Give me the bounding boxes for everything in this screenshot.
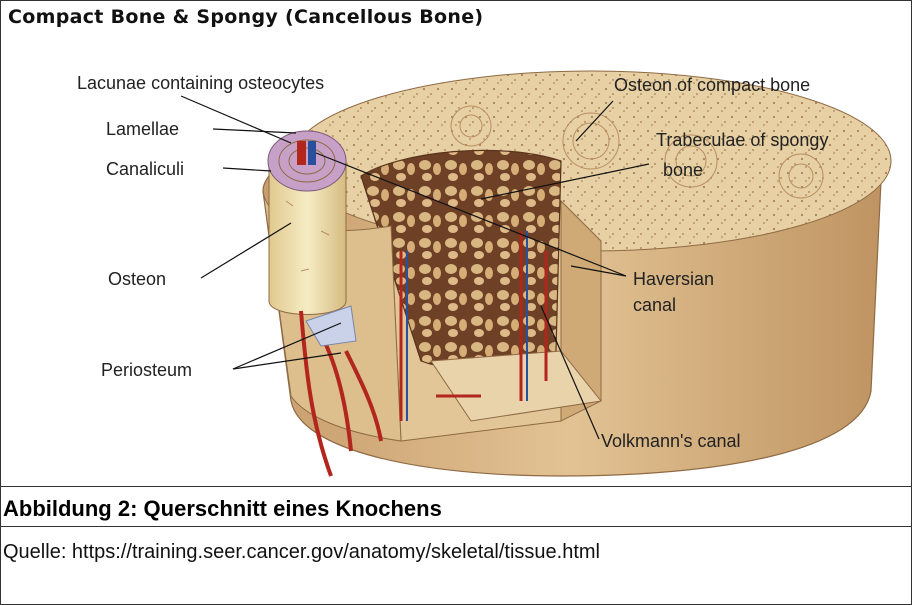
label-trabeculae-2: bone xyxy=(663,160,703,180)
osteon-tube xyxy=(268,131,346,315)
figure-caption: Abbildung 2: Querschnitt eines Knochens xyxy=(3,496,442,522)
label-osteon-compact: Osteon of compact bone xyxy=(614,75,810,95)
source-text: Quelle: https://training.seer.cancer.gov… xyxy=(3,541,600,564)
label-haversian-2: canal xyxy=(633,295,676,315)
label-osteon: Osteon xyxy=(108,269,166,289)
bone-diagram: Lacunae containing osteocytes Osteon of … xyxy=(1,1,911,486)
label-lacunae: Lacunae containing osteocytes xyxy=(77,73,324,93)
caption-divider xyxy=(1,526,911,527)
label-canaliculi: Canaliculi xyxy=(106,159,184,179)
label-haversian-1: Haversian xyxy=(633,269,714,289)
figure-area: Lacunae containing osteocytes Osteon of … xyxy=(1,1,911,487)
label-lamellae: Lamellae xyxy=(106,119,179,139)
label-volkmann: Volkmann's canal xyxy=(601,431,741,451)
figure-title: Compact Bone & Spongy (Cancellous Bone) xyxy=(8,6,483,28)
label-trabeculae-1: Trabeculae of spongy xyxy=(656,130,828,150)
label-periosteum: Periosteum xyxy=(101,360,192,380)
